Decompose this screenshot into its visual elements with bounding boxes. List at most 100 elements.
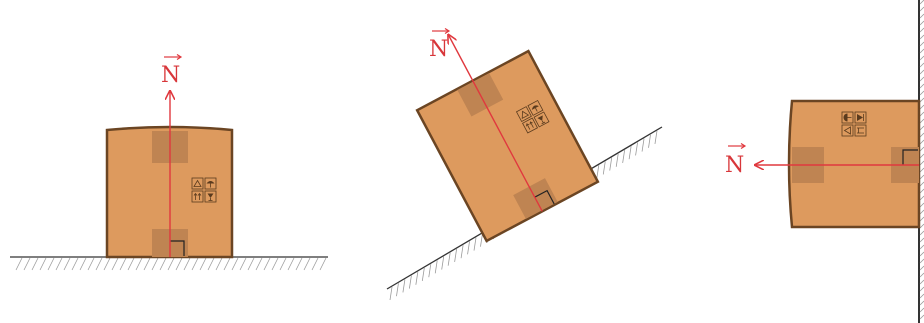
cardboard-box <box>787 99 921 229</box>
hatch-mark <box>919 293 924 299</box>
hatch-mark <box>127 257 135 271</box>
hatch-mark <box>199 257 207 271</box>
hatch-mark <box>119 257 127 271</box>
hatch-mark <box>919 55 924 61</box>
hatch-mark <box>87 257 95 271</box>
hatch-mark <box>919 111 924 117</box>
hatch-mark <box>31 257 39 271</box>
floor-surface <box>10 256 328 271</box>
hatch-mark <box>919 223 924 229</box>
hatch-mark <box>319 257 327 271</box>
hatch-mark <box>919 279 924 285</box>
panel-incline: N <box>386 5 663 301</box>
hatch-mark <box>39 257 47 271</box>
hatch-mark <box>919 160 924 166</box>
hatch-mark <box>454 248 458 263</box>
hatch-mark <box>215 257 223 271</box>
hatch-mark <box>71 257 79 271</box>
hatch-mark <box>295 257 303 271</box>
hatch-mark <box>919 188 924 194</box>
hatch-mark <box>919 216 924 222</box>
hatch-mark <box>919 265 924 271</box>
hatch-mark <box>467 241 470 255</box>
right-angle-marker <box>534 189 555 205</box>
hatch-mark <box>919 125 924 131</box>
hatch-mark <box>609 157 613 171</box>
hatch-mark <box>919 153 924 159</box>
hatch-mark <box>279 257 287 271</box>
hatch-mark <box>263 257 271 271</box>
hatch-mark <box>628 146 632 160</box>
hatch-mark <box>415 271 419 285</box>
normal-force-label: N <box>725 142 747 178</box>
hatch-mark <box>919 118 924 124</box>
hatch-mark <box>63 257 71 271</box>
hatch-mark <box>919 202 924 208</box>
hatch-mark <box>919 41 924 47</box>
hatch-mark <box>919 244 924 250</box>
hatch-mark <box>311 257 319 271</box>
hatch-mark <box>389 286 393 301</box>
svg-text:N: N <box>161 63 180 88</box>
hatch-mark <box>239 257 247 271</box>
hatch-mark <box>602 161 606 175</box>
hatch-mark <box>460 245 464 259</box>
hatch-mark <box>55 257 63 271</box>
hatch-mark <box>919 104 924 110</box>
normal-force-label: N <box>161 53 183 88</box>
hatch-mark <box>919 181 924 187</box>
hatch-mark <box>183 257 191 271</box>
hatch-mark <box>919 62 924 68</box>
hatch-mark <box>303 257 311 271</box>
hatch-mark <box>919 237 924 243</box>
hatch-mark <box>919 83 924 89</box>
hatch-mark <box>287 257 295 271</box>
right-angle-marker <box>902 149 918 165</box>
hatch-mark <box>207 257 215 271</box>
hatch-mark <box>175 257 183 271</box>
normal-force-label: N <box>429 27 451 62</box>
hatch-mark <box>480 233 483 247</box>
panel-wall: N <box>725 0 924 323</box>
hatch-mark <box>596 165 600 179</box>
hatch-mark <box>473 237 477 251</box>
hatch-mark <box>641 138 645 152</box>
hatch-mark <box>654 130 658 145</box>
hatch-mark <box>919 69 924 75</box>
hatch-mark <box>247 257 255 271</box>
hatch-mark <box>143 257 151 271</box>
hatch-mark <box>255 257 263 271</box>
hatch-mark <box>919 13 924 19</box>
handling-symbols-icon <box>841 111 867 137</box>
hatch-mark <box>919 251 924 257</box>
hatch-mark <box>111 257 119 271</box>
hatch-mark <box>919 97 924 103</box>
hatch-mark <box>919 34 924 40</box>
hatch-mark <box>919 90 924 96</box>
hatch-mark <box>434 260 438 274</box>
hatch-mark <box>919 209 924 215</box>
hatch-mark <box>919 314 924 320</box>
hatch-mark <box>231 257 239 271</box>
hatch-mark <box>396 283 399 297</box>
hatch-mark <box>635 142 638 156</box>
hatch-mark <box>919 76 924 82</box>
hatch-mark <box>919 286 924 292</box>
hatch-mark <box>919 6 924 12</box>
hatch-mark <box>919 27 924 33</box>
cardboard-box <box>415 5 600 243</box>
hatch-mark <box>919 307 924 313</box>
hatch-mark <box>648 134 651 148</box>
hatch-mark <box>151 257 159 271</box>
normal-force-arrow <box>448 35 543 212</box>
hatch-mark <box>919 195 924 201</box>
hatch-mark <box>919 272 924 278</box>
hatch-mark <box>15 257 23 271</box>
hatch-mark <box>421 267 425 282</box>
right-angle-marker <box>170 240 185 256</box>
panel-flat: N <box>10 53 328 271</box>
hatch-mark <box>919 20 924 26</box>
hatch-mark <box>919 300 924 306</box>
hatch-mark <box>441 256 445 270</box>
